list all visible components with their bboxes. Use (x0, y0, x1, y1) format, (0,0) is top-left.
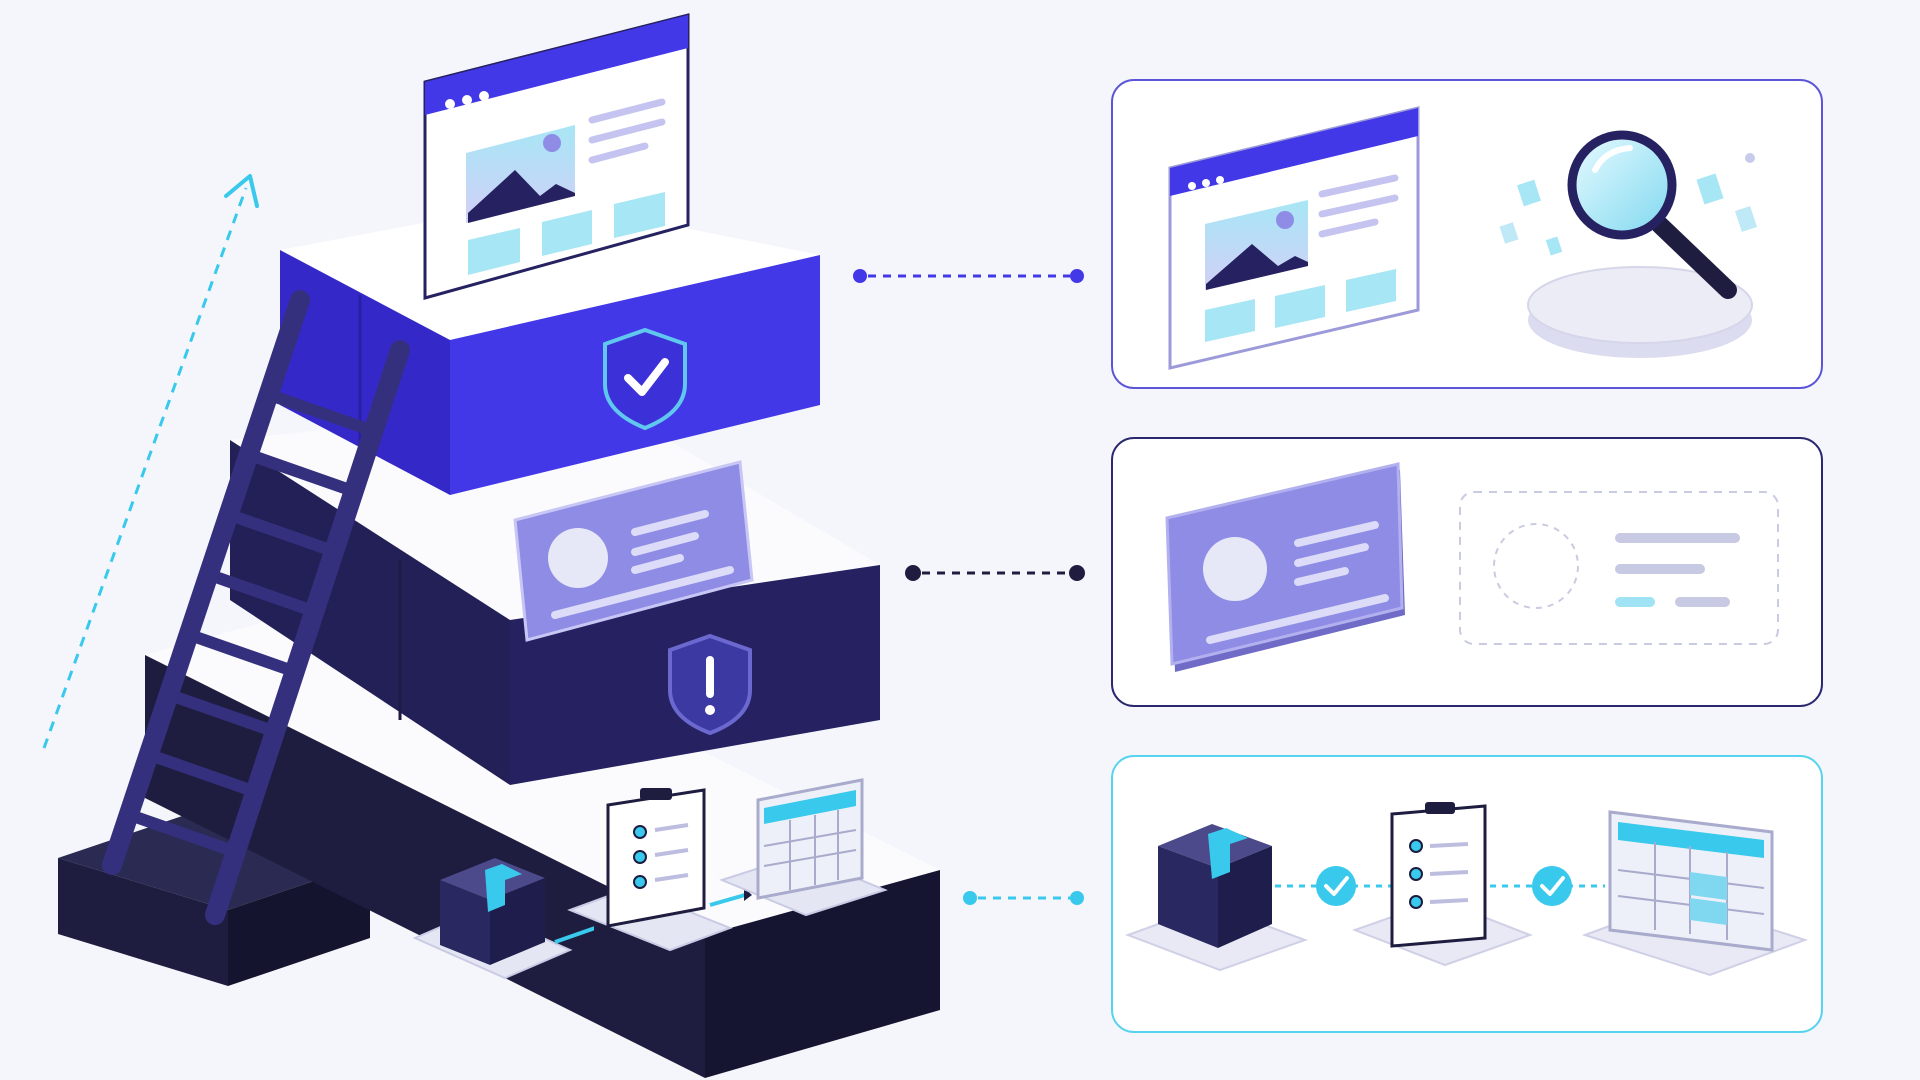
flow-arrow-icon (554, 921, 602, 944)
id-card-icon (513, 460, 754, 642)
panel-mid-id-card-icon (1165, 462, 1405, 672)
bottom-platform-items (412, 778, 888, 980)
checklist-clipboard-icon (606, 788, 706, 928)
connector-middle (905, 565, 1085, 581)
ladder-icon (102, 290, 410, 925)
dashed-growth-arrow-icon (42, 174, 259, 749)
tier-middle (230, 400, 880, 785)
panel-bot-border (1111, 755, 1823, 1033)
panel-bot-calendar-grid-icon (1581, 810, 1809, 977)
check-circle-icon (1316, 866, 1356, 906)
panel-bot-checklist-clipboard-icon (1352, 802, 1533, 967)
tier-top (280, 13, 820, 495)
connector-bottom (963, 891, 1084, 905)
panel-bot-package-box-icon (1125, 824, 1308, 972)
calendar-grid-icon (756, 778, 864, 900)
browser-window-icon (423, 13, 690, 300)
placeholder-card-icon (1459, 491, 1779, 645)
connector-top (853, 269, 1084, 283)
magnifying-glass-icon (1499, 130, 1758, 358)
shield-alert-icon (668, 633, 752, 736)
check-circle-icon-2 (1532, 866, 1572, 906)
panel-top-border (1111, 79, 1823, 389)
flow-arrow-icon-2 (709, 888, 752, 907)
panel-top-browser-icon (1168, 106, 1420, 370)
panel-mid-border (1111, 437, 1823, 707)
package-box-icon (440, 858, 545, 965)
shield-check-icon (603, 327, 687, 431)
